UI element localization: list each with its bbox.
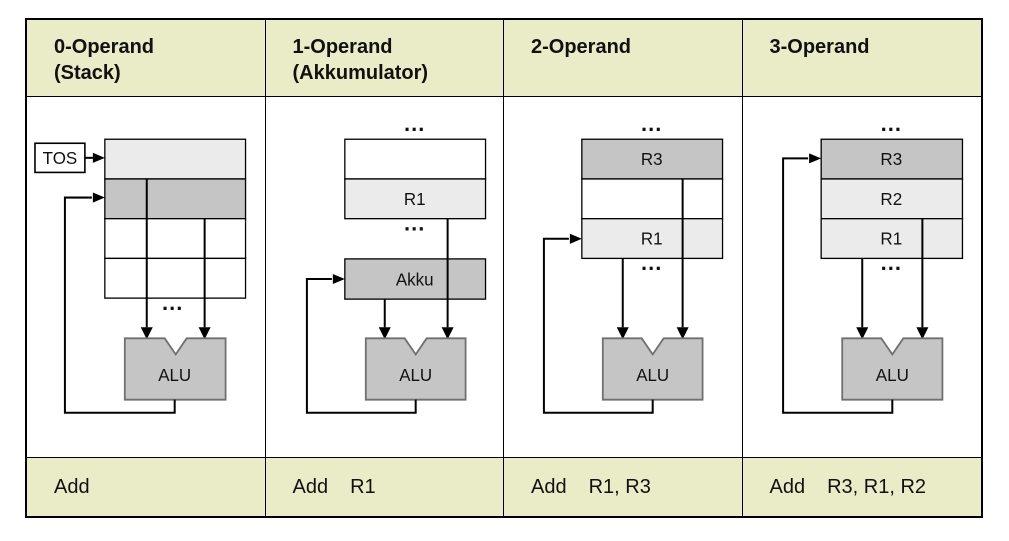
feedback-loop — [781, 157, 893, 414]
akkumulator-diagram-svg: ... R1 ... Akku ALU — [305, 111, 486, 414]
instruction-operands: R1, R3 — [588, 475, 651, 498]
header-line2: (Akkumulator) — [292, 62, 429, 84]
arrowhead-icon — [915, 327, 928, 340]
instruction-example-0-operand: Add — [27, 457, 265, 516]
column-0-operand: 0-Operand (Stack) TOS ... — [27, 20, 266, 516]
feedback-arrowhead-icon — [332, 273, 345, 285]
instruction-example-3-operand: Add R3, R1, R2 — [742, 457, 981, 516]
column-2-operand: 2-Operand ... R3 R1 ... ALU — [504, 20, 743, 516]
ellipsis: ... — [162, 290, 183, 315]
alu-label: ALU — [399, 366, 432, 385]
instruction-operands: R3, R1, R2 — [827, 475, 927, 498]
akku-box — [343, 258, 486, 300]
arrowhead-icon — [616, 327, 629, 340]
header-line2: (Stack) — [54, 62, 121, 84]
alu-label: ALU — [158, 366, 191, 385]
register-cell-r1 — [820, 218, 963, 260]
register-r1-label: R1 — [880, 229, 902, 248]
akkumulator-diagram: ... R1 ... Akku ALU — [265, 97, 503, 457]
arrowhead-icon — [441, 327, 454, 340]
instruction-mnemonic: Add — [769, 475, 806, 498]
instruction-mnemonic: Add — [292, 475, 329, 498]
two-operand-diagram-svg: ... R3 R1 ... ALU — [542, 111, 724, 414]
alu-label: ALU — [875, 366, 908, 385]
register-r3-label: R3 — [641, 150, 663, 169]
header-line1: 0-Operand — [54, 36, 155, 58]
instruction-mnemonic: Add — [54, 475, 90, 498]
alu-shape — [364, 337, 466, 401]
instruction-mnemonic: Add — [531, 475, 567, 498]
header-line1: 1-Operand — [292, 36, 393, 58]
register-cell-blank — [343, 138, 486, 180]
instruction-example-2-operand: Add R1, R3 — [504, 457, 742, 516]
two-operand-diagram: ... R3 R1 ... ALU — [504, 97, 742, 457]
alu-shape — [601, 337, 704, 401]
three-operand-diagram-svg: ... R3 R2 R1 ... ALU — [781, 111, 963, 414]
feedback-arrowhead-icon — [92, 192, 105, 203]
column-header-2-operand: 2-Operand — [504, 20, 742, 97]
arrowhead-icon — [855, 327, 868, 340]
arrowhead-icon — [140, 327, 153, 340]
architecture-comparison-table: 0-Operand (Stack) TOS ... — [25, 18, 983, 518]
ellipsis: ... — [641, 250, 662, 275]
register-r1-label: R1 — [403, 190, 425, 209]
stack-diagram: TOS ... ALU — [27, 97, 265, 457]
tos-box — [34, 142, 86, 174]
stack-cell-tos — [104, 138, 247, 180]
arrowhead-icon — [676, 327, 689, 340]
alu-shape — [840, 337, 943, 401]
ellipsis: ... — [641, 111, 662, 136]
ellipsis: ... — [880, 111, 901, 136]
alu-label: ALU — [636, 366, 669, 385]
feedback-arrowhead-icon — [569, 233, 582, 244]
column-header-1-operand: 1-Operand (Akkumulator) — [265, 20, 503, 97]
stack-cell-3 — [104, 218, 247, 260]
ellipsis: ... — [404, 211, 425, 236]
register-cell-r2 — [820, 178, 963, 220]
tos-label: TOS — [43, 149, 78, 168]
header-line1: 2-Operand — [531, 36, 632, 58]
column-3-operand: 3-Operand ... R3 R2 R1 ... AL — [742, 20, 981, 516]
feedback-loop — [542, 237, 654, 414]
column-header-0-operand: 0-Operand (Stack) — [27, 20, 265, 97]
register-cell-r3 — [820, 138, 963, 180]
column-header-3-operand: 3-Operand — [742, 20, 981, 97]
header-line1: 3-Operand — [769, 36, 870, 58]
column-1-operand: 1-Operand (Akkumulator) ... R1 ... Akku — [265, 20, 504, 516]
ellipsis: ... — [404, 111, 425, 136]
register-r2-label: R2 — [880, 190, 902, 209]
stack-diagram-svg: TOS ... ALU — [34, 138, 247, 414]
feedback-loop — [63, 196, 176, 414]
alu-shape — [123, 337, 227, 401]
feedback-loop — [305, 278, 417, 414]
tos-arrowhead-icon — [92, 152, 105, 163]
stack-cell-4 — [104, 257, 247, 299]
instruction-example-1-operand: Add R1 — [265, 457, 503, 516]
register-cell-r1 — [581, 218, 724, 260]
ellipsis: ... — [880, 250, 901, 275]
register-r1-label: R1 — [641, 229, 663, 248]
register-r3-label: R3 — [880, 150, 902, 169]
stack-cell-2 — [104, 178, 247, 220]
register-cell-blank — [581, 178, 724, 220]
akku-label: Akku — [395, 270, 433, 289]
arrowhead-icon — [198, 327, 211, 340]
three-operand-diagram: ... R3 R2 R1 ... ALU — [742, 97, 981, 457]
register-cell-r1 — [343, 178, 486, 220]
instruction-operands: R1 — [350, 475, 376, 498]
arrowhead-icon — [378, 327, 391, 340]
feedback-arrowhead-icon — [808, 153, 821, 164]
